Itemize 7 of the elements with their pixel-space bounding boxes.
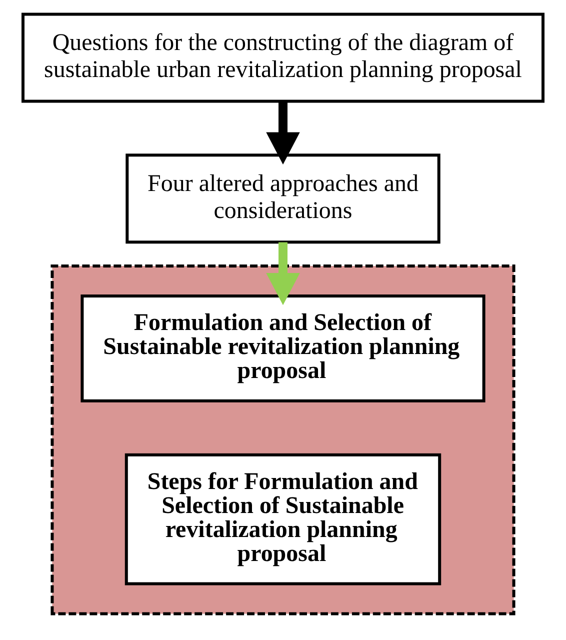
arrow — [266, 242, 300, 306]
node-box: Formulation and Selection of Sustainable revitalization planning proposal — [80, 294, 486, 402]
node-box: Four altered approaches and considerations — [126, 154, 440, 244]
cluster — [50, 264, 516, 616]
arrow — [266, 101, 300, 164]
node-box: Steps for Formulation and Selection of Sustainable revitalization planning proposal — [124, 453, 442, 586]
node-box: Questions for the constructing of the diagram of sustainable urban revitalization planning proposal — [22, 12, 544, 103]
